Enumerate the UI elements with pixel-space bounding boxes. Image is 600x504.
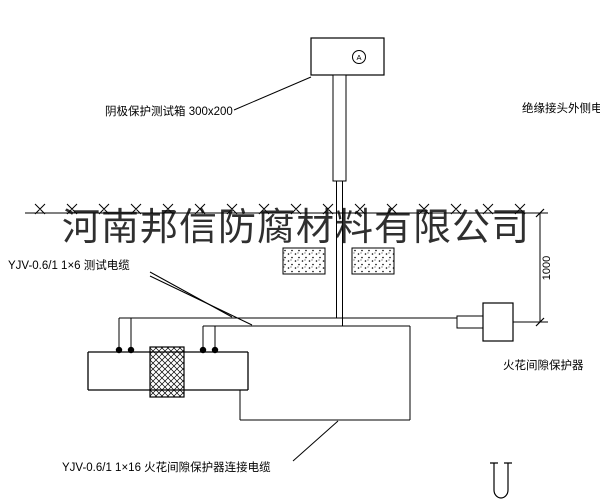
anchor-block-right: [351, 247, 395, 275]
label-outer-cable: 绝缘接头外侧电缆: [522, 101, 600, 115]
spark-gap-neck: [456, 315, 484, 329]
label-spark-gap: 火花间隙保护器: [503, 358, 584, 372]
dimension-text: 1000: [541, 256, 553, 280]
dimension-tick-top: [535, 208, 545, 218]
terminal-a-label: A: [356, 53, 361, 62]
anchor-block-left: [282, 247, 326, 275]
label-connection-cable: YJV-0.6/1 1×16 火花间隙保护器连接电缆: [62, 460, 271, 474]
leader-test-cable-1: [149, 271, 233, 318]
spark-gap-body: [482, 302, 514, 342]
test-box: [310, 37, 385, 76]
leader-connection-cable: [292, 420, 339, 462]
pipe-riser-symbol: [490, 462, 512, 499]
leader-test-box: [233, 76, 312, 111]
ground-hatch: [34, 203, 526, 215]
insulating-joint: [149, 346, 185, 398]
terminal-a-circle: [352, 50, 366, 64]
leader-test-cable-2: [149, 275, 253, 326]
conduit-upper: [332, 74, 347, 182]
label-test-cable: YJV-0.6/1 1×6 测试电缆: [8, 259, 130, 272]
label-test-box: 阴极保护测试箱 300x200: [105, 104, 233, 118]
dimension-tick-bottom: [535, 317, 545, 327]
